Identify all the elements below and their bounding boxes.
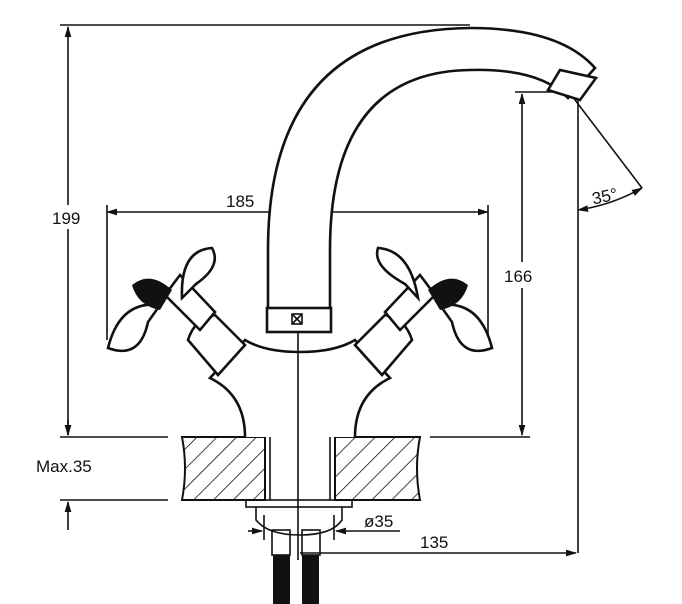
hose-right bbox=[302, 555, 319, 604]
dimension-spout-height: 166 bbox=[502, 91, 560, 437]
hose-left bbox=[273, 555, 290, 604]
faucet-spout bbox=[265, 26, 599, 334]
dimension-spout-angle: 35° bbox=[571, 95, 643, 212]
label-max-35: Max.35 bbox=[36, 457, 92, 476]
label-135: 135 bbox=[420, 533, 448, 552]
dimension-spout-reach: 135 bbox=[300, 100, 579, 557]
label-185: 185 bbox=[226, 192, 254, 211]
faucet-body bbox=[207, 300, 393, 560]
label-diameter-35: ø35 bbox=[364, 512, 393, 531]
left-handle[interactable] bbox=[106, 246, 247, 377]
label-199: 199 bbox=[52, 209, 80, 228]
dimension-total-height: 199 bbox=[50, 24, 470, 437]
label-35-degrees: 35° bbox=[590, 185, 619, 209]
right-handle[interactable] bbox=[353, 246, 494, 377]
mounting-hardware: ø35 bbox=[245, 499, 400, 604]
label-166: 166 bbox=[504, 267, 532, 286]
countertop-section: Max.35 bbox=[36, 420, 530, 530]
